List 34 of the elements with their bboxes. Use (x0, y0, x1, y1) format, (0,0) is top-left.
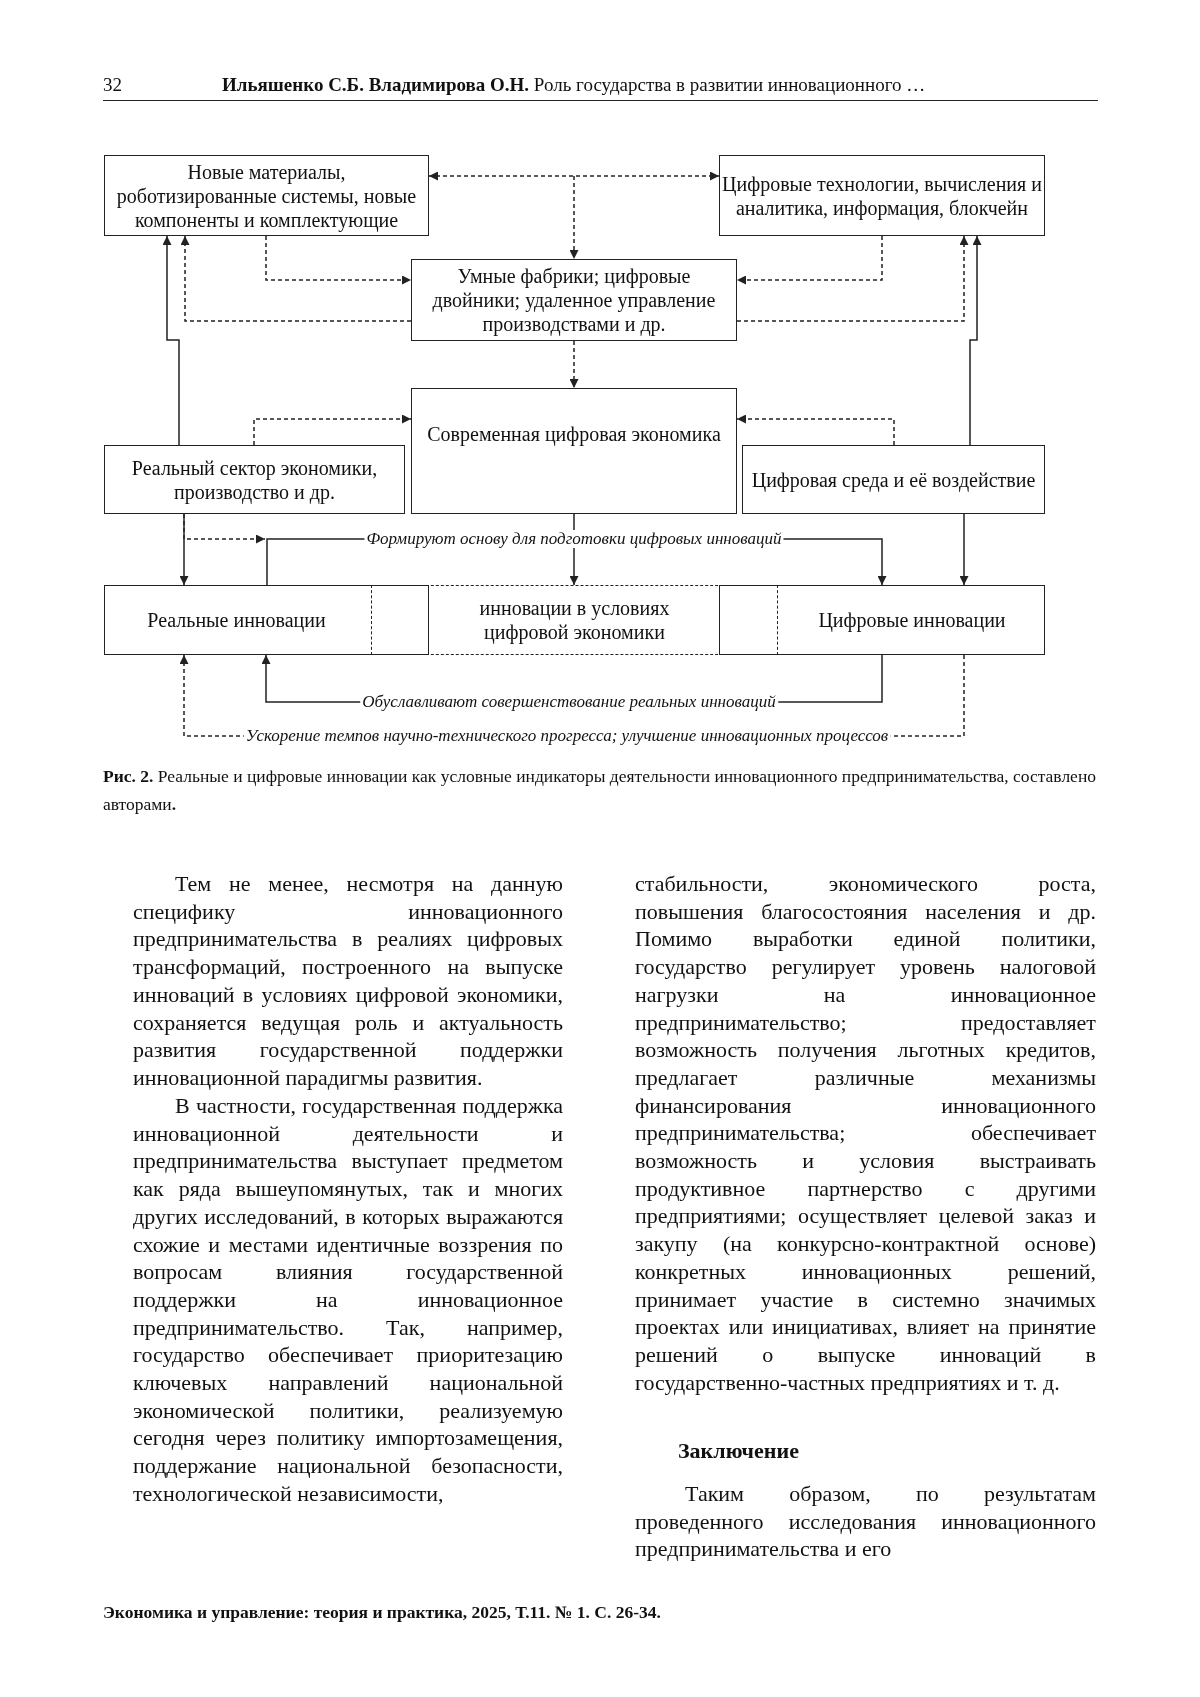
arrow (736, 414, 895, 446)
arrow (959, 513, 969, 586)
running-header: Ильяшенко С.Б. Владимирова О.Н. Роль государства в развитии инновационного … (222, 74, 927, 96)
process-box: Умные фабрики; цифровые двойники; удаленное управление производствами и др. (411, 259, 737, 341)
dashed-box: инновации в условиях цифровой экономики (371, 585, 778, 655)
body-paragraph: В частности, государственная поддержка инновационной деятельности и предпринимательства выступает предметом как ряда вышеупомянутых, так и многих других исследований, в которых выражаются схожие и местами идентичные воззрения по вопросам влияния государственной поддержки на инновационное предпринимательство. Так, например, государство обеспечивает приоритезацию ключевых направлений национальной экономической политики, реализуемую сегодня через политику импортозамещения, поддержание национальной безопасности, технологической независимости, (133, 1092, 563, 1508)
process-box: Цифровые инновации (719, 585, 1045, 655)
arrow (162, 235, 180, 446)
arrow (265, 235, 412, 285)
arrow (569, 175, 579, 260)
body-paragraph: Тем не менее, несмотря на данную специфику инновационного предпринимательства в реалиях цифровых трансформаций, построенного на выпуске инноваций в условиях цифровой экономики, сохраняется ведущая роль и актуальность развития государственной поддержки инновационной парадигмы развития. (133, 870, 563, 1092)
arrow (736, 235, 883, 285)
section-heading: Заключение (678, 1438, 799, 1464)
process-box: Новые материалы, роботизированные системы, новые компоненты и комплектующие (104, 155, 429, 236)
process-box: Современная цифровая экономика (411, 388, 737, 514)
arrow (428, 171, 720, 181)
arrow (969, 235, 982, 446)
arrow (180, 235, 412, 322)
body-paragraph: стабильности, экономического роста, повышения благосостояния населения и др. Помимо выработки единой политики, государство регулирует уровень налоговой нагрузки на инновационное предпринимательство; предоставляет возможность получения льготных кредитов, предлагает различные механизмы финансирования инновационного предпринимательства; обеспечивает возможность и условия выстраивать продуктивное партнерство с другими предприятиями; осуществляет целевой заказ и закупу (на конкурсно-контрактной основе) конкретных инновационных решений, принимает участие в системно значимых проектах или инициативах, влияет на принятие решений о выпуске инноваций в государственно-частных предприятиях и т. д. (635, 870, 1096, 1397)
edge-label: Формируют основу для подготовки цифровых инноваций (364, 530, 784, 548)
edge-label: Обуславливают совершенствование реальных инноваций (360, 693, 778, 711)
arrow (736, 235, 969, 322)
edge-label: Ускорение темпов научно-технического прогресса; улучшение инновационных процессов (243, 727, 891, 745)
process-box: Реальный сектор экономики, производство и др. (104, 445, 405, 514)
process-box: Цифровые технологии, вычисления и аналитика, информация, блокчейн (719, 155, 1045, 236)
body-paragraph: Таким образом, по результатам проведенного исследования инновационного предпринимательства и его (635, 1480, 1096, 1564)
journal-footer: Экономика и управление: теория и практика, 2025, Т.11. № 1. С. 26-34. (103, 1602, 661, 1623)
figure-caption: Рис. 2. Реальные и цифровые инновации как условные индикаторы деятельности инновационного предпринимательства, составлено авторами. (103, 765, 1096, 816)
page-number: 32 (103, 74, 122, 96)
process-box: Цифровая среда и её воздействие (742, 445, 1045, 514)
process-box: Реальные инновации (104, 585, 429, 655)
arrow (183, 513, 266, 544)
arrow (253, 414, 412, 446)
arrow (569, 340, 579, 389)
